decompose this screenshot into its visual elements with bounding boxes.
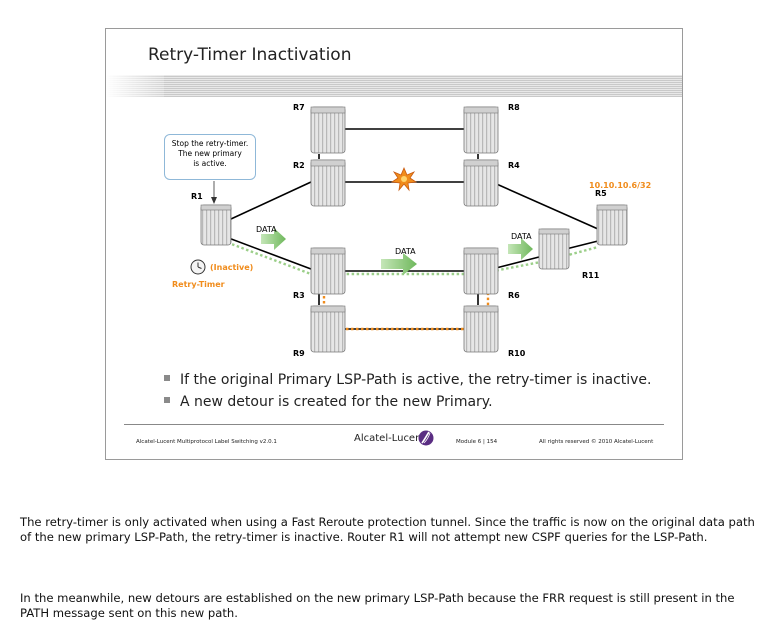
slide-title: Retry-Timer Inactivation bbox=[148, 45, 352, 65]
footer-module: Module 6 | 154 bbox=[456, 439, 498, 445]
clock-icon bbox=[190, 259, 206, 275]
link-r4-r5 bbox=[491, 181, 599, 230]
link-failure-icon bbox=[390, 166, 418, 192]
callout-line-2: The new primary bbox=[178, 149, 242, 158]
label-r7: R7 bbox=[293, 103, 305, 112]
alcatel-lucent-logo-icon bbox=[418, 430, 434, 446]
data-arrow-r1 bbox=[261, 228, 286, 250]
router-r10 bbox=[463, 305, 499, 353]
footer-rights: All rights reserved © 2010 Alcatel-Lucen… bbox=[539, 439, 654, 445]
title-band-highlight bbox=[106, 75, 164, 97]
bullet-text: A new detour is created for the new Prim… bbox=[180, 394, 493, 410]
data-label-3: DATA bbox=[511, 232, 532, 241]
label-r8: R8 bbox=[508, 103, 520, 112]
router-r6 bbox=[463, 247, 499, 295]
router-r2 bbox=[310, 159, 346, 207]
label-r4: R4 bbox=[508, 161, 520, 170]
label-r2: R2 bbox=[293, 161, 305, 170]
bullet-marker bbox=[164, 397, 170, 403]
bullet-text: If the original Primary LSP-Path is acti… bbox=[180, 372, 652, 388]
bullet-marker bbox=[164, 375, 170, 381]
router-r11 bbox=[538, 228, 570, 270]
bullet-list: If the original Primary LSP-Path is acti… bbox=[164, 369, 674, 413]
bullet-item: A new detour is created for the new Prim… bbox=[164, 391, 674, 413]
router-r5 bbox=[596, 204, 628, 246]
label-r10: R10 bbox=[508, 349, 526, 358]
callout-pointer-head bbox=[211, 197, 217, 204]
notes-paragraph-1: The retry-timer is only activated when u… bbox=[20, 515, 755, 544]
callout-line-1: Stop the retry-timer. bbox=[171, 139, 249, 148]
label-r6: R6 bbox=[508, 291, 520, 300]
label-r3: R3 bbox=[293, 291, 305, 300]
router-r3 bbox=[310, 247, 346, 295]
timer-label: Retry-Timer bbox=[172, 280, 225, 289]
data-arrow-r6 bbox=[508, 238, 533, 260]
data-label-1: DATA bbox=[256, 225, 277, 234]
slide: Retry-Timer Inactivation bbox=[105, 28, 683, 460]
detour-path bbox=[322, 289, 490, 331]
router-r7 bbox=[310, 106, 346, 154]
timer-state: (Inactive) bbox=[210, 263, 253, 272]
label-r9: R9 bbox=[293, 349, 305, 358]
destination-address: 10.10.10.6/32 bbox=[589, 181, 651, 190]
link-r6-r11 bbox=[491, 256, 540, 270]
bullet-item: If the original Primary LSP-Path is acti… bbox=[164, 369, 674, 391]
link-r11-r5 bbox=[565, 240, 599, 250]
footer-brand: Alcatel-Lucent bbox=[354, 433, 426, 444]
label-r5: R5 bbox=[595, 189, 607, 198]
callout-line-3: is active. bbox=[193, 159, 227, 168]
link-r1-r2 bbox=[217, 181, 312, 226]
title-band bbox=[106, 75, 682, 97]
router-r1 bbox=[200, 204, 232, 246]
router-r8 bbox=[463, 106, 499, 154]
router-r4 bbox=[463, 159, 499, 207]
footer-divider bbox=[124, 424, 664, 425]
label-r11: R11 bbox=[582, 271, 600, 280]
data-arrow-middle bbox=[381, 253, 417, 275]
retry-timer-callout: Stop the retry-timer. The new primary is… bbox=[164, 134, 256, 180]
label-r1: R1 bbox=[191, 192, 203, 201]
link-r1-r3 bbox=[217, 233, 312, 270]
footer-course: Alcatel-Lucent Multiprotocol Label Switc… bbox=[136, 439, 277, 445]
data-label-2: DATA bbox=[395, 247, 416, 256]
network-diagram: R7 R8 R2 R4 R1 R5 R3 R6 R11 R9 R10 10.10… bbox=[172, 103, 651, 358]
router-r9 bbox=[310, 305, 346, 353]
notes-paragraph-2: In the meanwhile, new detours are establ… bbox=[20, 591, 735, 620]
